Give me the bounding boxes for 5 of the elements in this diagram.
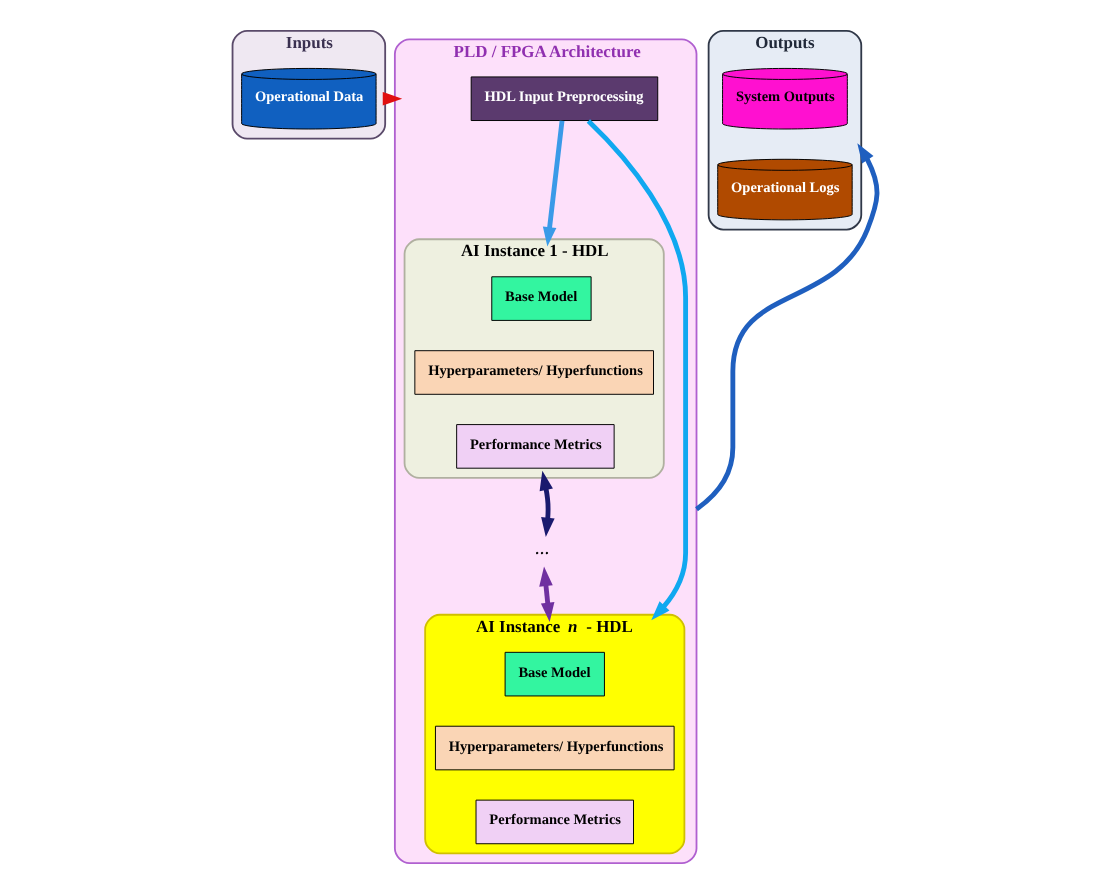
arrow	[586, 119, 689, 621]
arrow	[539, 470, 555, 538]
arrow	[539, 566, 555, 623]
arrow	[695, 143, 880, 512]
arrow	[542, 120, 565, 247]
